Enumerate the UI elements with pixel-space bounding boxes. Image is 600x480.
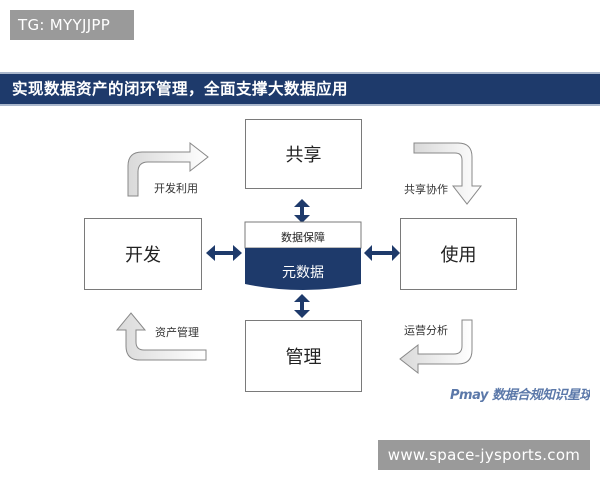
flow-label-develop-utilize: 开发利用 bbox=[154, 182, 198, 195]
node-develop: 开发 bbox=[84, 218, 202, 290]
node-use-label: 使用 bbox=[440, 245, 477, 266]
tg-watermark-badge: TG: MYYJJPP bbox=[10, 10, 134, 40]
page-title: 实现数据资产的闭环管理，全面支撑大数据应用 bbox=[12, 80, 349, 98]
node-manage-label: 管理 bbox=[285, 347, 322, 368]
data-assurance-label: 数据保障 bbox=[281, 231, 325, 244]
flow-arrow-top-left bbox=[127, 141, 209, 197]
flow-label-asset-management: 资产管理 bbox=[155, 326, 199, 339]
flow-label-operation-analysis: 运营分析 bbox=[404, 324, 448, 337]
title-bar: 实现数据资产的闭环管理，全面支撑大数据应用 bbox=[0, 72, 600, 106]
flow-label-share-collaborate: 共享协作 bbox=[404, 183, 448, 196]
connector-left-center bbox=[206, 245, 242, 261]
flow-arrow-top-right bbox=[413, 142, 483, 205]
flow-arrow-bottom-right bbox=[399, 319, 473, 375]
connector-right-center bbox=[364, 245, 400, 261]
connector-bottom-center bbox=[294, 294, 310, 318]
flow-arrow-bottom-left bbox=[115, 312, 207, 361]
url-watermark-badge: www.space-jysports.com bbox=[378, 440, 590, 470]
connector-top-center bbox=[294, 199, 310, 223]
metadata-cylinder bbox=[244, 221, 362, 290]
brand-logo: Pmay 数据合规知识星球 bbox=[450, 388, 590, 402]
node-manage: 管理 bbox=[245, 320, 362, 392]
node-share-label: 共享 bbox=[285, 145, 322, 166]
node-share: 共享 bbox=[245, 119, 362, 189]
node-develop-label: 开发 bbox=[125, 245, 161, 266]
metadata-label: 元数据 bbox=[282, 265, 324, 281]
node-use: 使用 bbox=[400, 218, 517, 290]
